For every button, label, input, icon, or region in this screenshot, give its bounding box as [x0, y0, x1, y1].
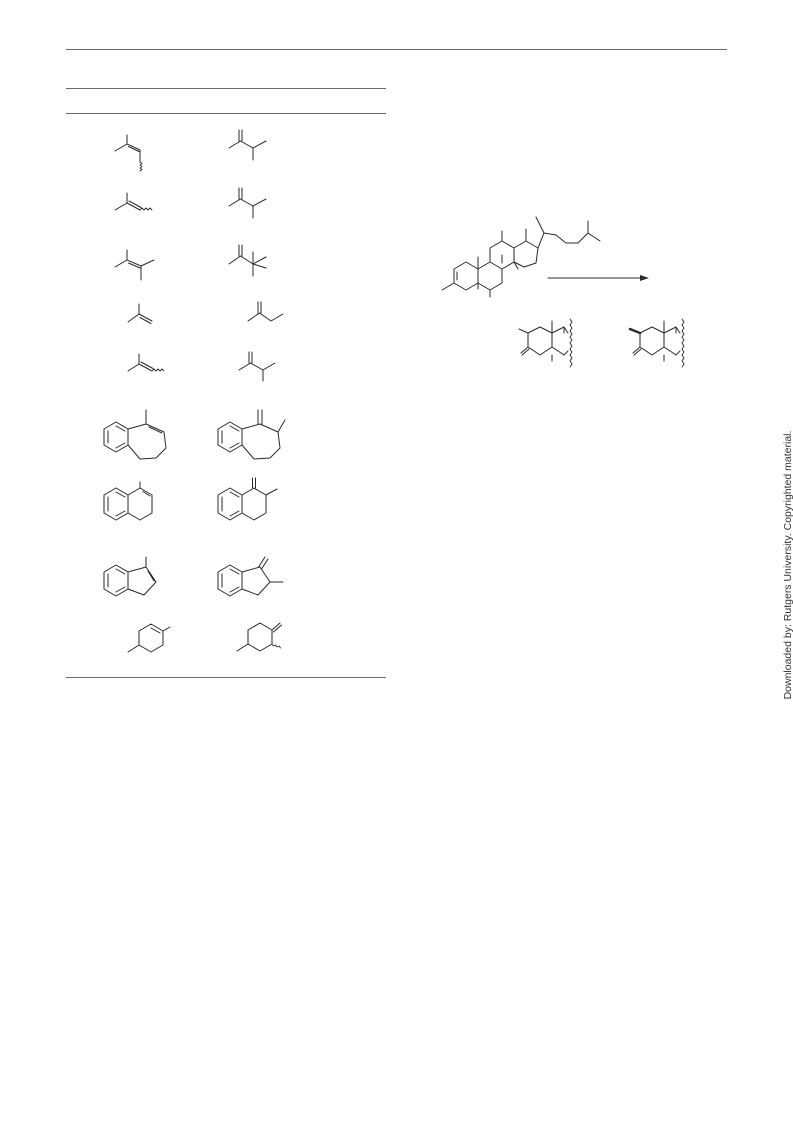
product-structure-4 — [247, 301, 284, 322]
reactant-structure-7 — [103, 481, 153, 521]
reactant-structure-9 — [127, 623, 171, 653]
reactant-structure-6 — [103, 409, 167, 460]
scheme-product-1 — [518, 318, 573, 368]
product-structure-2 — [228, 187, 267, 219]
product-structure-7 — [217, 477, 278, 521]
reactant-structure-8 — [103, 556, 157, 597]
product-structure-1 — [228, 129, 267, 161]
table-bottom-rule — [66, 677, 386, 678]
steroid-starting-material — [441, 216, 601, 298]
reactant-structure-2 — [114, 192, 153, 211]
product-structure-5 — [238, 351, 276, 382]
reactant-structure-5 — [127, 353, 165, 372]
table-header-rule — [66, 113, 386, 114]
reactant-structure-3 — [114, 249, 155, 281]
download-watermark: Downloaded by: Rutgers University. Copyr… — [782, 430, 793, 700]
product-structure-9 — [236, 622, 282, 652]
product-structure-6 — [217, 409, 286, 460]
reactant-structure-1 — [114, 134, 143, 172]
page-header-rule — [66, 49, 727, 50]
reactant-structure-4 — [127, 303, 153, 324]
product-structure-3 — [228, 244, 267, 277]
table-top-rule — [66, 88, 386, 89]
reaction-arrow — [547, 275, 649, 281]
scheme-product-2 — [628, 318, 685, 368]
product-structure-8 — [217, 556, 284, 597]
